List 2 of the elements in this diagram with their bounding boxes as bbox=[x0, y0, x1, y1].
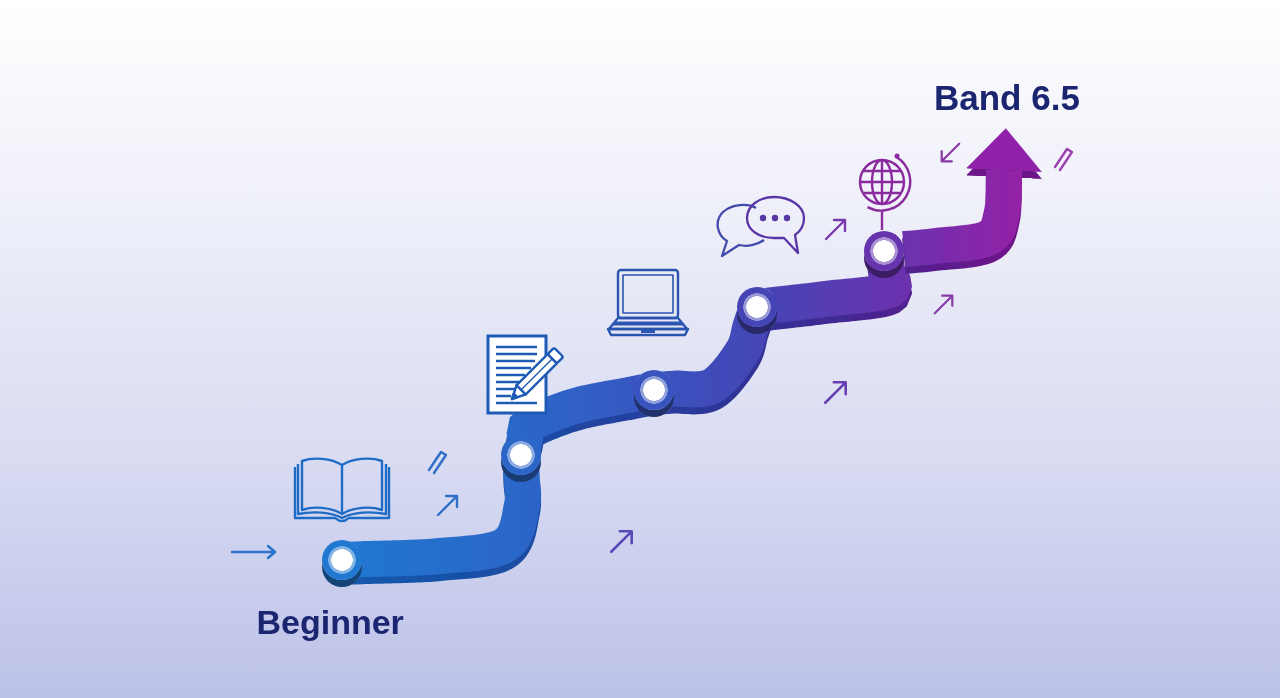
start-label: Beginner bbox=[256, 603, 404, 643]
goal-label: Band 6.5 bbox=[930, 78, 1084, 129]
